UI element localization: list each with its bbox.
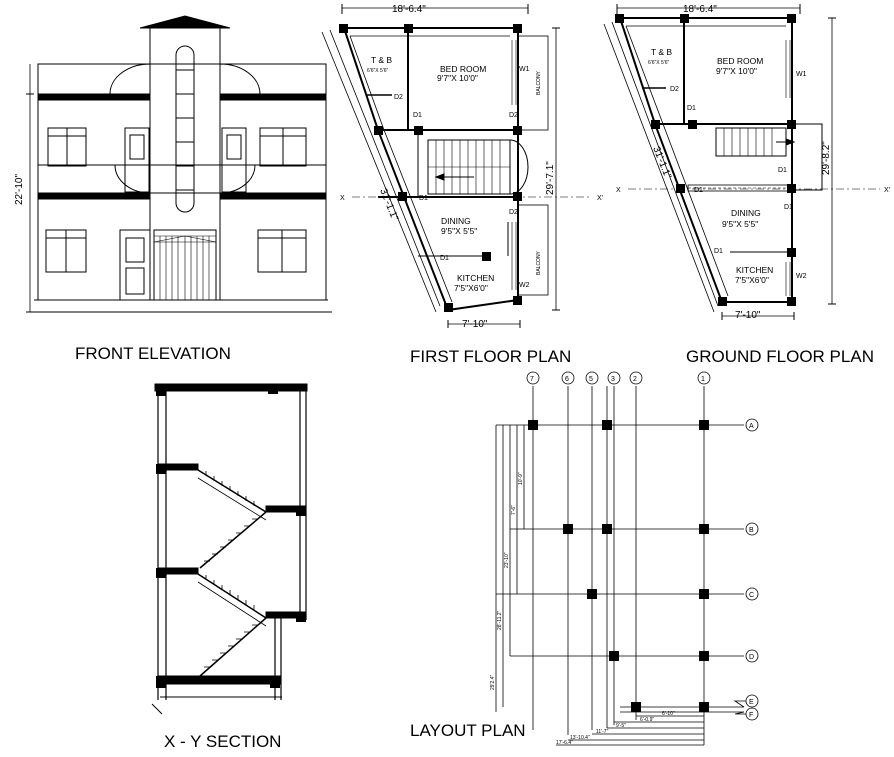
ground-floor-plan (603, 4, 880, 320)
ff-bedroom-size: 9'7"X 10'0" (437, 73, 478, 83)
gf-axis-x-prime: X' (884, 187, 890, 194)
ground-floor-labels: 18'-6.4" 29'-8.2" 31'-1.1" 7'-10" T & B … (616, 4, 890, 321)
layout-hdim-1: 6'-10" (662, 711, 675, 717)
ff-kitchen-size: 7'5"X6'0" (454, 283, 488, 293)
layout-hdim-5: 13'-10.4" (570, 735, 590, 741)
ff-tag-d2-bed: D2 (509, 112, 518, 119)
layout-vdim-4: 28'-11.2" (497, 610, 503, 630)
grid-row-f: F (749, 712, 753, 719)
grid-col-1: 1 (701, 376, 705, 383)
gf-bedroom-label: BED ROOM (717, 56, 763, 66)
layout-vdim-3: 23'-10" (504, 552, 510, 568)
layout-vdim-2: 7'-6" (511, 505, 517, 515)
grid-row-b: B (749, 527, 754, 534)
ff-tag-w2: W2 (519, 282, 530, 289)
layout-hdim-6: 17'-6.4" (556, 740, 573, 746)
front-elevation-title: FRONT ELEVATION (75, 344, 231, 363)
ff-axis-x-prime: X' (597, 195, 603, 202)
ff-kitchen-label: KITCHEN (457, 273, 494, 283)
ff-right-dimension: 29'-7.1" (545, 161, 556, 195)
grid-col-7: 7 (530, 376, 534, 383)
ground-floor-title: GROUND FLOOR PLAN (686, 347, 874, 366)
gf-axis-x: X (616, 187, 621, 194)
ff-balcony-upper: BALCONY (536, 70, 542, 95)
grid-col-6: 6 (565, 376, 569, 383)
first-floor-title: FIRST FLOOR PLAN (410, 347, 571, 366)
ff-tag-d1-bed: D1 (413, 112, 422, 119)
ff-top-dimension: 18'-6.4" (392, 4, 426, 15)
ff-tag-d1-stair: D1 (419, 195, 428, 202)
gf-top-dimension: 18'-6.4" (683, 4, 717, 15)
grid-col-2: 2 (633, 376, 637, 383)
gf-dining-size: 9'5"X 5'5" (722, 219, 758, 229)
gf-tag-d1-axis: D1 (694, 187, 703, 194)
first-floor-plan (321, 4, 592, 328)
gf-kitchen-size: 7'5"X6'0" (735, 275, 769, 285)
gf-bottom-dimension: 7'-10" (735, 310, 761, 321)
grid-row-a: A (749, 423, 754, 430)
ff-dining-size: 9'5"X 5'5" (441, 226, 477, 236)
gf-dining-label: DINING (731, 208, 761, 218)
gf-tag-d1-stair: D1 (778, 167, 787, 174)
grid-col-3: 3 (611, 376, 615, 383)
layout-hdim-3: 9'-5" (616, 723, 626, 729)
gf-right-dimension: 29'-8.2" (821, 141, 832, 175)
gf-tb-size: 6'6"X 5'6" (648, 60, 670, 66)
layout-vdim-5: 29'2.4" (490, 675, 496, 690)
ff-tb-size: 6'6"X 5'6" (367, 68, 389, 74)
ff-dining-label: DINING (441, 216, 471, 226)
grid-row-e: E (749, 699, 754, 706)
ff-balcony-lower: BALCONY (536, 250, 542, 275)
layout-vdim-1: 10'-9" (518, 472, 524, 485)
gf-tag-w1: W1 (796, 71, 807, 78)
grid-row-c: C (749, 592, 754, 599)
gf-kitchen-label: KITCHEN (736, 265, 773, 275)
section-title: X - Y SECTION (164, 732, 281, 751)
gf-tag-d1-kitchen: D1 (714, 248, 723, 255)
gf-tb-label: T & B (651, 47, 672, 57)
gf-bedroom-size: 9'7"X 10'0" (716, 66, 757, 76)
ff-tb-label: T & B (371, 55, 392, 65)
gf-tag-w2: W2 (796, 273, 807, 280)
ff-slant-dimension: 31'-1.1" (377, 187, 400, 223)
ff-bedroom-label: BED ROOM (440, 64, 486, 74)
layout-title: LAYOUT PLAN (410, 721, 526, 740)
gf-tag-d2: D2 (670, 86, 679, 93)
ff-tag-d2-dining: D2 (509, 209, 518, 216)
xy-section (151, 383, 308, 715)
ff-tag-d1-kitchen: D1 (440, 255, 449, 262)
grid-row-d: D (749, 654, 754, 661)
ff-bottom-dimension: 7'-10" (462, 319, 488, 330)
gf-tag-d1-bed: D1 (687, 105, 696, 112)
layout-grid-labels: 7 6 5 3 2 1 A B C D E F 10'-9" 7'-6" 23'… (490, 376, 754, 746)
front-elevation (26, 15, 332, 313)
grid-col-5: 5 (589, 376, 593, 383)
layout-plan (495, 371, 759, 746)
layout-hdim-2: 6'-0.9" (640, 717, 654, 723)
ff-tag-w1: W1 (519, 66, 530, 73)
gf-tag-d1-dining: D1 (784, 204, 793, 211)
layout-hdim-4: 11'-7" (596, 729, 609, 735)
elevation-height-dimension: 22'-10" (14, 174, 25, 205)
ff-tag-d2-tb: D2 (394, 94, 403, 101)
ff-axis-x: X (340, 195, 345, 202)
